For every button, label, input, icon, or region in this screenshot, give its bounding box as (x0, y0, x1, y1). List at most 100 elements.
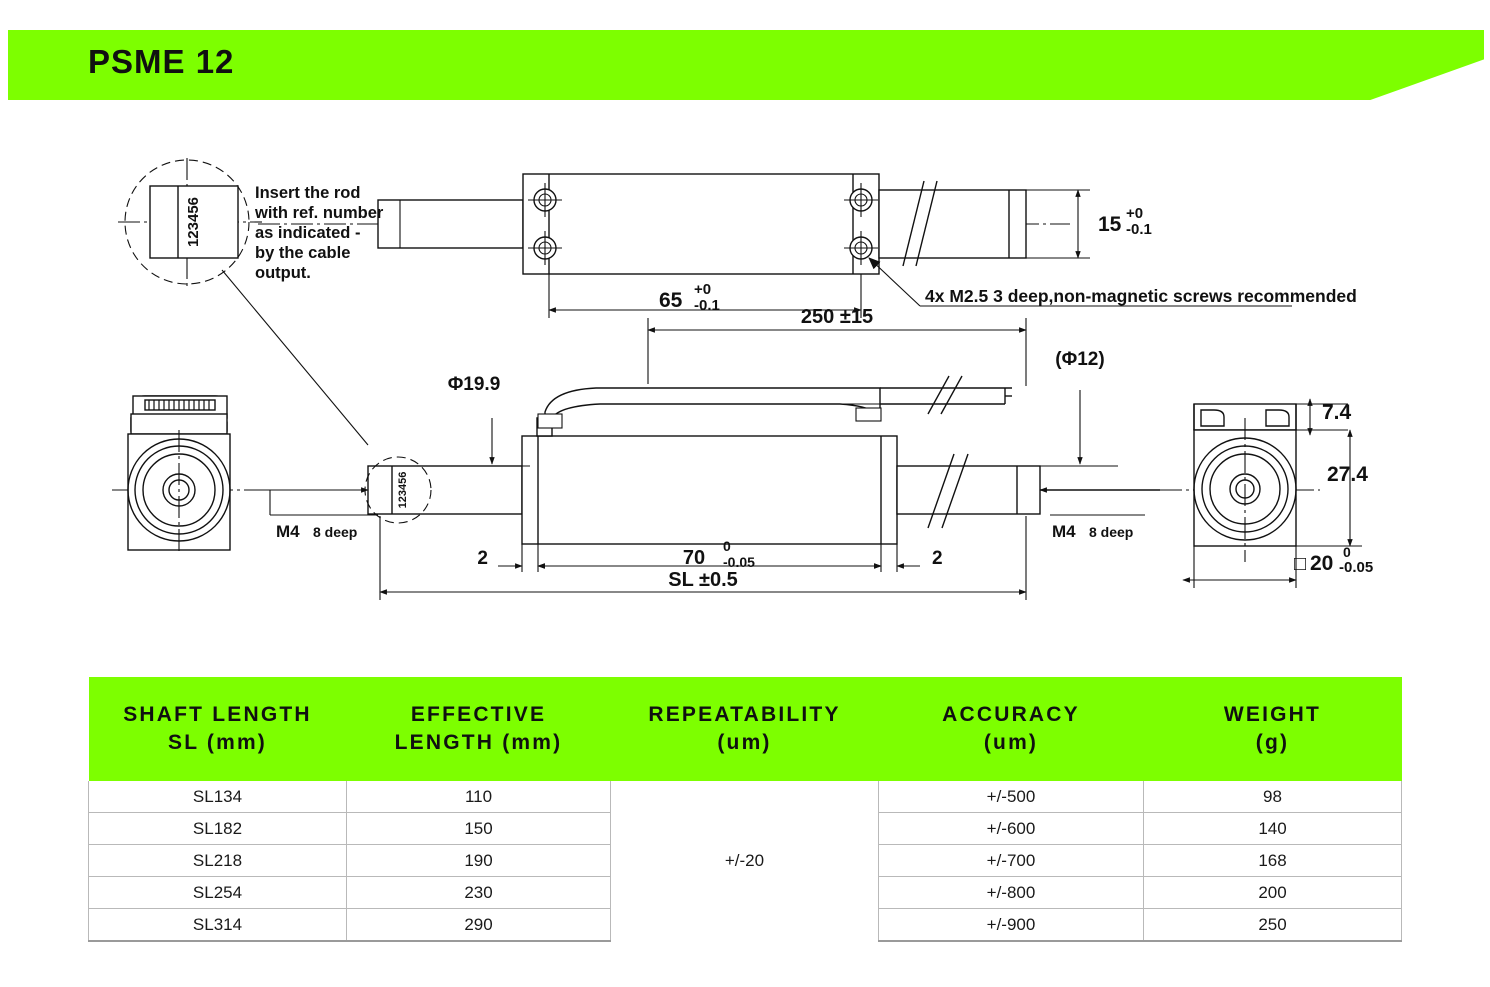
dim-square-symbol: □ (1294, 553, 1306, 575)
screw-note: 4x M2.5 3 deep,non-magnetic screws recom… (925, 286, 1357, 306)
cell-weight: 200 (1143, 876, 1402, 909)
thread-note-right: M4 8 deep (1039, 487, 1145, 541)
cell-weight: 140 (1143, 812, 1402, 845)
dim-length-65: 65 +0 -0.1 (548, 274, 862, 318)
cell-effective-length: 190 (346, 844, 611, 877)
dim-65-value: 65 (659, 289, 683, 312)
cell-accuracy: +/-600 (878, 812, 1144, 845)
table-row: SL218 190 +/-700 168 (88, 844, 1402, 877)
left-end-view (112, 395, 268, 554)
svg-text:Insert the rod with ref.: Insert the rod with ref. number as indic… (254, 184, 388, 282)
header-banner (8, 30, 1484, 100)
top-view-group: 15 +0 -0.1 65 +0 -0.1 4x M2.5 3 deep,non… (258, 173, 1357, 318)
column-header-repeatability: REPEATABILITY (um) (610, 677, 879, 781)
header-line-2: SL (mm) (167, 731, 268, 754)
dim-shaft-length: SL ±0.5 (379, 516, 1027, 600)
side-ref-number: 123456 (397, 472, 409, 509)
mounting-screw-holes (528, 183, 878, 265)
dim-20-tol-upper: 0 (1343, 544, 1351, 560)
dim-20-value: 20 (1310, 552, 1333, 575)
table-header-row: SHAFT LENGTH SL (mm) EFFECTIVE LENGTH (m… (88, 677, 1402, 781)
thread-note-left: M4 8 deep (269, 487, 378, 541)
cell-weight: 98 (1143, 781, 1402, 813)
screw-note-leader (868, 257, 1292, 307)
dim-SL-value: SL ±0.5 (668, 569, 738, 591)
column-header-shaft-length: SHAFT LENGTH SL (mm) (88, 677, 347, 781)
right-end-view: 7.4 27.4 □ 20 0 -0.05 (1160, 398, 1373, 588)
dim-phi-12: (Φ12) (1055, 349, 1104, 370)
header-line-1: WEIGHT (1223, 702, 1322, 726)
side-view-group: 123456 Φ19.9 (262, 306, 1160, 600)
cell-accuracy: +/-700 (878, 844, 1144, 877)
dim-250-value: 250 ±15 (801, 306, 873, 328)
table-row: SL134 110 +/-20 +/-500 98 (88, 781, 1402, 941)
dim-body-70: 70 0 -0.05 (537, 538, 882, 570)
cell-effective-length: 230 (346, 876, 611, 909)
dim-70-tol-lower: -0.05 (723, 554, 755, 570)
thread-left-depth: 8 deep (313, 524, 357, 540)
note-line-1: with ref. number (254, 204, 384, 222)
dim-flange-dia: Φ19.9 (448, 374, 530, 467)
column-header-weight: WEIGHT (g) (1143, 677, 1402, 781)
thread-right-depth: 8 deep (1089, 524, 1133, 540)
dim-70-value: 70 (683, 547, 705, 569)
detail-ref-number: 123456 (185, 197, 202, 247)
header-line-1: ACCURACY (942, 702, 1080, 726)
header-line-2: (um) (717, 731, 772, 754)
dim-phi-19-9: Φ19.9 (448, 374, 501, 395)
header-line-1: EFFECTIVE (410, 702, 547, 726)
cell-accuracy: +/-900 (878, 908, 1144, 942)
cell-accuracy: +/-500 (878, 781, 1144, 813)
table-row: SL182 150 +/-600 140 (88, 812, 1402, 845)
dim-connector-7-4: 7.4 (1296, 398, 1352, 436)
table-row: SL254 230 +/-800 200 (88, 876, 1402, 909)
dim-square-20: □ 20 0 -0.05 (1182, 544, 1373, 588)
dim-15-value: 15 (1098, 213, 1122, 236)
cell-accuracy: +/-800 (878, 876, 1144, 909)
cell-effective-length: 150 (346, 812, 611, 845)
dim-15-tol-lower: -0.1 (1126, 221, 1152, 238)
drawing-svg: .ln{stroke:#111;stroke-width:1.4;fill:no… (112, 158, 1373, 600)
cell-effective-length: 290 (346, 908, 611, 942)
dim-gap-left: 2 (477, 544, 560, 572)
column-header-effective-length: EFFECTIVE LENGTH (mm) (346, 677, 611, 781)
cell-shaft-length: SL134 (88, 781, 347, 813)
dim-rod-dia: (Φ12) (1040, 349, 1118, 467)
cell-shaft-length: SL182 (88, 812, 347, 845)
cell-shaft-length: SL314 (88, 908, 347, 942)
cell-weight: 168 (1143, 844, 1402, 877)
note-line-2: as indicated - (255, 224, 360, 242)
dim-7-4-value: 7.4 (1322, 401, 1352, 424)
dim-65-tol-upper: +0 (694, 281, 711, 298)
dim-27-4-value: 27.4 (1327, 463, 1368, 486)
thread-right-label: M4 (1052, 522, 1076, 541)
dim-gap-right: 2 (858, 544, 943, 572)
dim-20-tol-lower: -0.05 (1339, 559, 1373, 576)
note-line-0: Insert the rod (255, 184, 360, 202)
cell-weight: 250 (1143, 908, 1402, 942)
dim-gap-left-value: 2 (477, 548, 488, 569)
dim-65-tol-lower: -0.1 (694, 297, 720, 314)
header-line-2: (um) (983, 731, 1039, 754)
table-body: SL134 110 +/-20 +/-500 98 SL182 150 +/-6… (88, 781, 1402, 942)
header-line-2: LENGTH (mm) (394, 731, 563, 754)
specifications-table: SHAFT LENGTH SL (mm) EFFECTIVE LENGTH (m… (88, 677, 1402, 942)
note-line-4: output. (255, 264, 311, 282)
header-line-1: REPEATABILITY (648, 702, 841, 726)
header-line-1: SHAFT LENGTH (123, 702, 312, 726)
cell-shaft-length: SL254 (88, 876, 347, 909)
cell-repeatability: +/-20 (610, 781, 879, 941)
dim-15-tol-upper: +0 (1126, 205, 1143, 222)
page-title: PSME 12 (88, 43, 235, 80)
column-header-accuracy: ACCURACY (um) (878, 677, 1144, 781)
header-line-2: (g) (1255, 731, 1290, 754)
technical-drawing: .ln{stroke:#111;stroke-width:1.4;fill:no… (0, 118, 1490, 663)
dim-gap-right-value: 2 (932, 548, 943, 569)
dim-cable-250: 250 ±15 (647, 306, 1027, 386)
detail-circle-group: 123456 (118, 158, 369, 446)
cell-effective-length: 110 (346, 781, 611, 813)
dim-height-15: 15 +0 -0.1 (1026, 189, 1152, 259)
thread-left-label: M4 (276, 522, 300, 541)
dim-body-27-4: 27.4 (1296, 429, 1368, 547)
note-line-3: by the cable (255, 244, 350, 262)
